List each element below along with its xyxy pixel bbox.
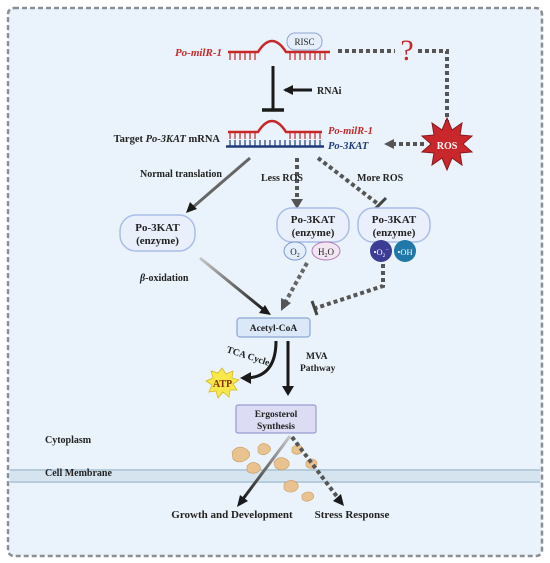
mirna-risc-strand — [228, 39, 330, 60]
mva-line1: MVA — [306, 352, 328, 362]
more-ros-to-acetyl — [315, 264, 385, 310]
tca-head — [240, 372, 251, 384]
rnai-label: RNAi — [317, 86, 342, 97]
less-ros-head — [291, 199, 303, 209]
svg-text:•O2−: •O2− — [374, 247, 389, 259]
enzyme-less-ros-name: Po-3KAT — [291, 214, 336, 226]
enzyme-less-ros-sub: (enzyme) — [292, 227, 335, 239]
target-mrna-label: Target Po-3KAT mRNA — [114, 134, 221, 145]
cell-membrane-band — [10, 469, 540, 483]
ros-mirna-link-right — [418, 49, 449, 122]
growth-head — [237, 495, 248, 507]
hydroxyl-molecule: •OH — [394, 240, 416, 262]
svg-text:•OH: •OH — [397, 247, 412, 257]
atp-label: ATP — [213, 379, 232, 390]
duplex-mirna-label: Po-milR-1 — [328, 126, 373, 137]
beta-oxidation-head — [259, 305, 271, 315]
ergosterol-box: Ergosterol Synthesis — [235, 404, 317, 434]
normal-translation-arrow — [191, 156, 251, 210]
mrna-duplex — [226, 119, 324, 148]
svg-text:H2O: H2O — [318, 247, 335, 259]
enzyme-more-ros-sub: (enzyme) — [373, 227, 416, 239]
stress-head — [333, 494, 344, 506]
o2-molecule: O2 — [283, 241, 307, 261]
ros-to-mrna-head — [384, 139, 394, 149]
risc-complex: RISC — [286, 32, 323, 51]
enzyme-more-ros-name: Po-3KAT — [372, 214, 417, 226]
enzyme-normal: Po-3KAT (enzyme) — [119, 214, 196, 252]
mva-head — [282, 386, 294, 396]
cell-membrane-label: Cell Membrane — [45, 468, 112, 479]
enzyme-normal-name: Po-3KAT — [135, 222, 180, 234]
enzyme-more-ros: Po-3KAT (enzyme) — [357, 207, 431, 243]
h2o-molecule: H2O — [311, 241, 341, 261]
less-ros-label: Less ROS — [261, 173, 303, 184]
mirna-top-label: Po-milR-1 — [175, 47, 222, 59]
growth-arrow — [241, 435, 292, 500]
risc-label: RISC — [294, 37, 314, 47]
tca-arrow — [247, 340, 278, 380]
question-mark: ? — [400, 34, 413, 67]
enzyme-less-ros: Po-3KAT (enzyme) — [276, 207, 350, 243]
sterol-vesicles — [231, 443, 318, 502]
beta-oxidation-label: β-oxidation — [139, 273, 189, 284]
ergosterol-line1: Ergosterol — [255, 410, 298, 420]
normal-translation-head — [186, 202, 197, 213]
beta-oxidation-arrow — [199, 256, 265, 312]
less-ros-to-acetyl — [284, 262, 309, 302]
stress-arrow — [290, 435, 340, 500]
more-ros-to-acetyl-bar — [310, 300, 319, 316]
enzyme-normal-sub: (enzyme) — [136, 235, 179, 247]
superoxide-molecule: •O2− — [370, 240, 392, 262]
ergosterol-line2: Synthesis — [257, 422, 295, 432]
cytoplasm-label: Cytoplasm — [45, 435, 92, 446]
duplex-gene-label: Po-3KAT — [328, 141, 369, 152]
acetyl-coa-label: Acetyl-CoA — [250, 324, 298, 334]
more-ros-label: More ROS — [357, 173, 404, 184]
stress-label: Stress Response — [315, 509, 390, 521]
growth-label: Growth and Development — [171, 509, 293, 521]
svg-text:O2: O2 — [290, 247, 300, 259]
atp-burst: ATP — [205, 367, 240, 399]
ros-star: ROS — [420, 116, 474, 172]
ros-label: ROS — [437, 141, 458, 152]
more-ros-inhibit-line — [316, 156, 380, 206]
less-ros-to-acetyl-head — [281, 298, 291, 311]
mva-line2: Pathway — [300, 364, 336, 374]
acetyl-coa-box: Acetyl-CoA — [236, 317, 311, 338]
normal-translation-label: Normal translation — [140, 169, 222, 180]
